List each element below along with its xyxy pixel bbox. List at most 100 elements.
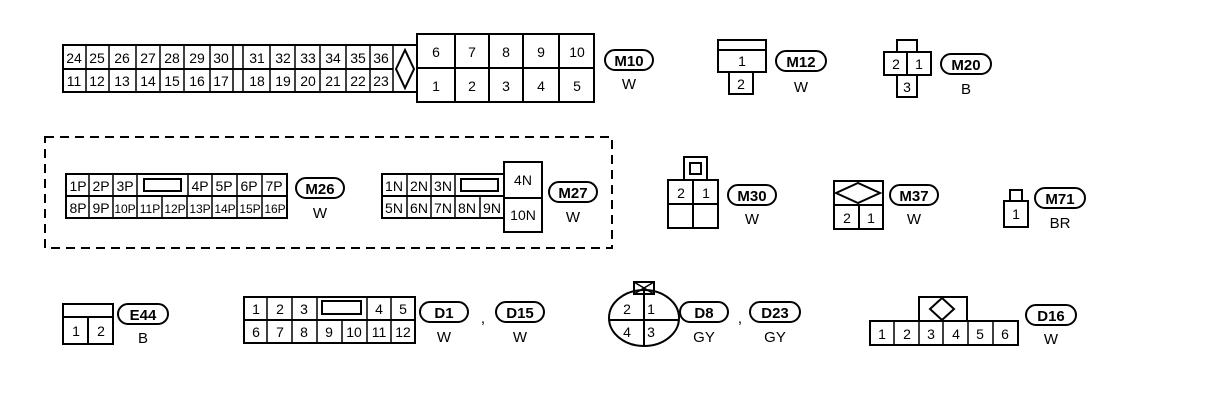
m26-wire-color: W [313,205,328,222]
svg-text:8: 8 [502,44,510,60]
svg-text:18: 18 [249,73,265,89]
m12-pin-1: 1 [738,53,746,69]
m26-pin-labels: 1P 2P 3P 4P 5P 6P 7P 8P 9P [69,178,282,216]
e44-connector-id: E44 [130,307,157,324]
m37-wire-color: W [907,211,922,228]
e44-wire-color: B [138,330,148,347]
svg-text:22: 22 [350,73,366,89]
svg-text:9P: 9P [92,200,109,216]
svg-text:16P: 16P [264,202,285,216]
svg-text:5N: 5N [385,200,403,216]
svg-text:6: 6 [1001,326,1009,342]
connector-e44 [62,303,169,345]
svg-text:12: 12 [395,324,411,340]
svg-text:3: 3 [502,78,510,94]
svg-text:31: 31 [249,50,265,66]
m12-pin-2: 2 [737,76,745,92]
connector-d8 [608,281,801,347]
svg-text:4: 4 [537,78,545,94]
m27-connector-id: M27 [558,185,587,202]
svg-text:11P: 11P [140,202,160,216]
d15-connector-id: D15 [506,305,534,322]
svg-text:8: 8 [300,324,308,340]
svg-text:33: 33 [300,50,316,66]
d8-pin-1: 1 [647,301,655,317]
svg-text:15P: 15P [239,202,260,216]
svg-text:32: 32 [275,50,291,66]
svg-text:1: 1 [878,326,886,342]
connector-m30 [667,156,777,229]
svg-text:4: 4 [375,301,383,317]
connector-m20 [883,39,992,98]
d8-connector-id: D8 [694,305,713,322]
svg-text:10: 10 [569,44,585,60]
m20-pin-2: 2 [892,56,900,72]
dashed-group-border [44,136,613,249]
connector-d1 [243,296,545,344]
svg-text:5: 5 [573,78,581,94]
d8-separator: , [738,310,742,327]
svg-text:2: 2 [468,78,476,94]
svg-text:2N: 2N [410,178,428,194]
m20-pin-1: 1 [915,56,923,72]
m30-wire-color: W [745,211,760,228]
connector-m37 [833,180,939,230]
svg-text:25: 25 [89,50,105,66]
svg-text:35: 35 [350,50,366,66]
m37-connector-id: M37 [899,188,928,205]
m30-pin-2: 2 [677,185,685,201]
svg-text:4N: 4N [514,172,532,188]
d8-wire-color: GY [693,329,715,346]
svg-text:24: 24 [66,50,82,66]
svg-text:3: 3 [927,326,935,342]
m37-pin-1: 1 [867,210,875,226]
svg-text:1P: 1P [69,178,86,194]
d1-separator: , [481,310,485,327]
m20-wire-color: B [961,81,971,98]
svg-text:21: 21 [325,73,341,89]
svg-text:36: 36 [373,50,389,66]
svg-text:2: 2 [903,326,911,342]
m10-pin-labels: 24 25 26 27 28 29 30 11 12 13 14 15 16 1… [66,44,585,94]
m27-wire-color: W [566,209,581,226]
svg-text:3: 3 [300,301,308,317]
svg-text:7: 7 [468,44,476,60]
d8-pin-3: 3 [647,324,655,340]
connector-m10 [62,33,654,103]
d1-connector-id: D1 [434,305,453,322]
m20-pin-3: 3 [903,79,911,95]
d23-wire-color: GY [764,329,786,346]
svg-text:13P: 13P [189,202,210,216]
svg-text:6N: 6N [410,200,428,216]
svg-text:3P: 3P [116,178,133,194]
svg-text:12: 12 [89,73,105,89]
svg-text:15: 15 [164,73,180,89]
m10-wire-color: W [622,76,637,93]
m27-pin-labels: 1N 2N 3N 5N 6N 7N 8N 9N 4N 10N [385,172,536,223]
svg-text:20: 20 [300,73,316,89]
svg-text:1N: 1N [385,178,403,194]
d1-pin-labels: 1 2 3 4 5 6 7 8 9 10 11 12 [252,301,411,340]
svg-text:9N: 9N [483,200,501,216]
svg-text:11: 11 [372,324,387,340]
svg-text:27: 27 [140,50,156,66]
connector-m26 [65,173,345,219]
svg-text:28: 28 [164,50,180,66]
m12-wire-color: W [794,79,809,96]
svg-text:9: 9 [325,324,333,340]
svg-text:11: 11 [67,73,82,89]
d8-pin-2: 2 [623,301,631,317]
svg-text:14: 14 [140,73,156,89]
d15-wire-color: W [513,329,528,346]
connector-m27 [381,161,598,233]
m71-connector-id: M71 [1045,191,1074,208]
svg-text:7N: 7N [434,200,452,216]
svg-text:26: 26 [114,50,130,66]
d16-connector-id: D16 [1037,308,1065,325]
d23-connector-id: D23 [761,305,789,322]
m26-pin-labels-small: 10P 11P 12P 13P 14P 15P 16P [114,202,285,216]
svg-text:10: 10 [346,324,362,340]
svg-text:6: 6 [252,324,260,340]
svg-text:12P: 12P [164,202,185,216]
svg-text:14P: 14P [214,202,235,216]
